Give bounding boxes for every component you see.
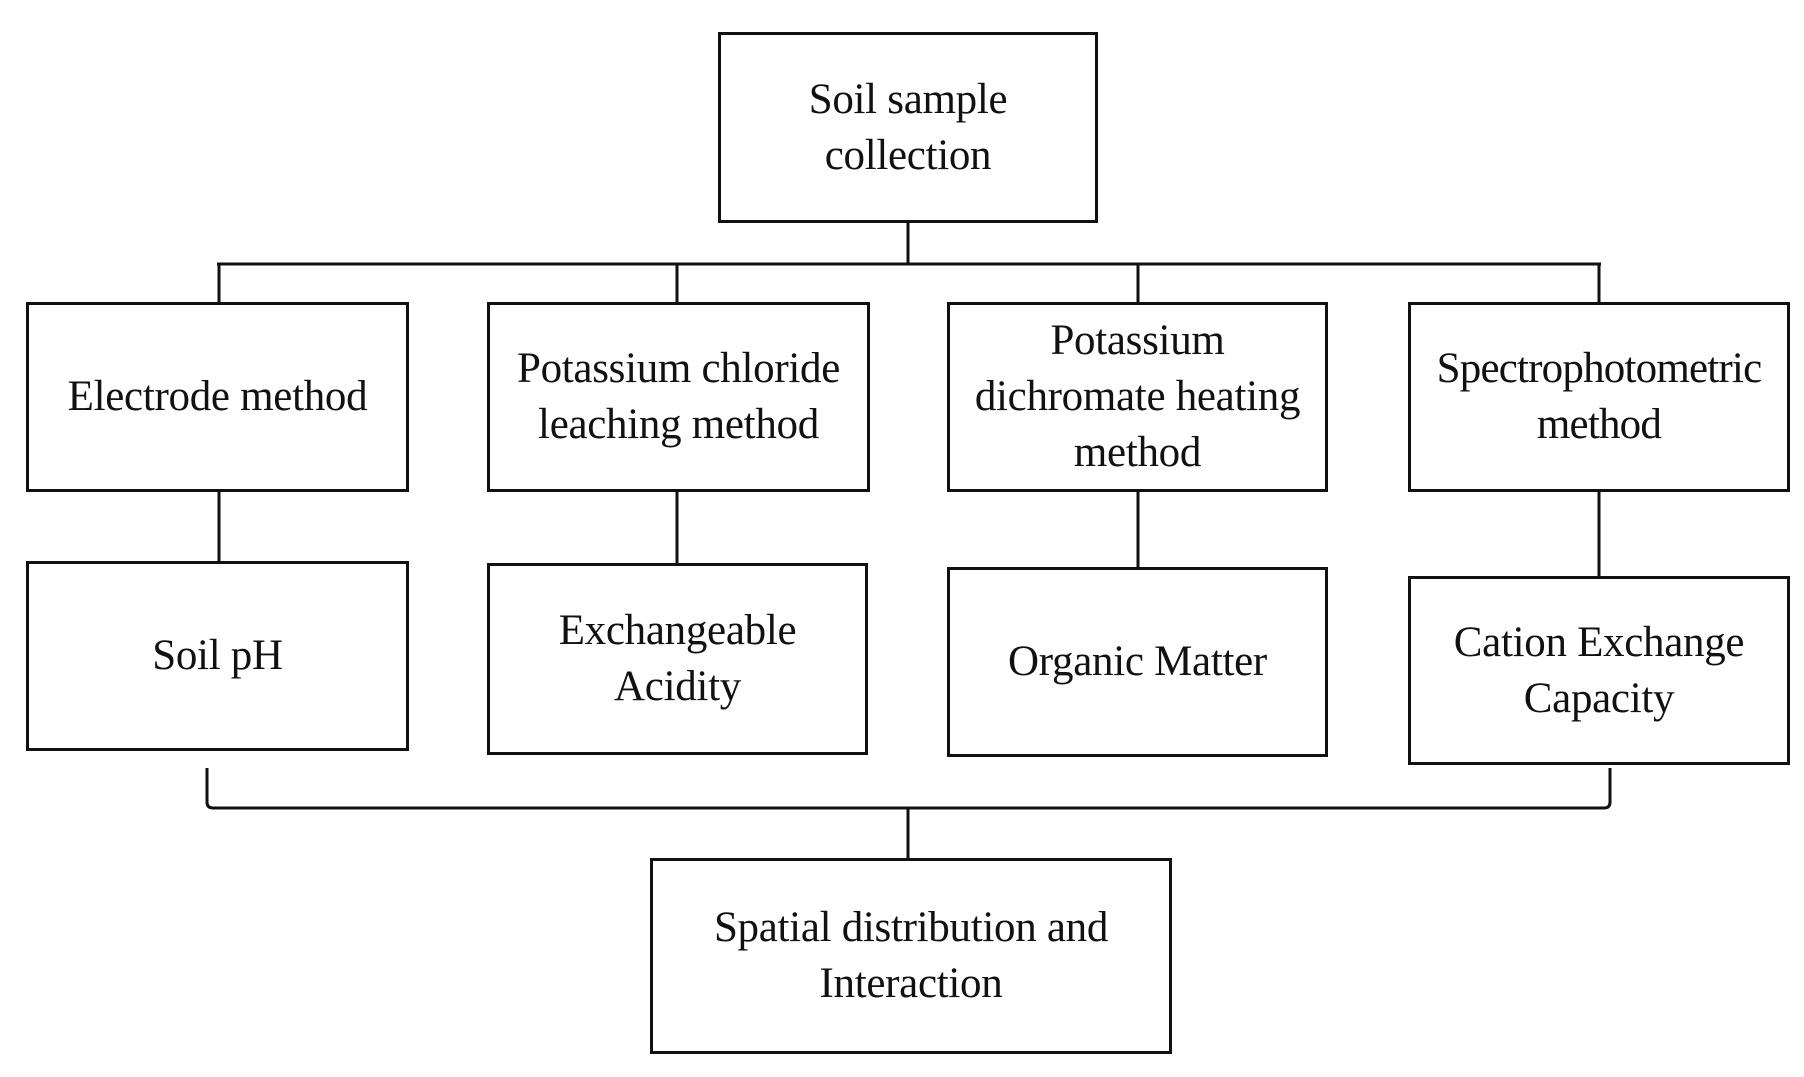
node-label: Soil pH — [152, 632, 283, 679]
node-label: Spectrophotometric method — [1436, 345, 1763, 448]
node-label: Exchangeable Acidity — [558, 607, 797, 710]
node-label: Cation Exchange Capacity — [1453, 618, 1745, 722]
node-cation-exchange-capacity: Cation Exchange Capacity — [1408, 576, 1790, 765]
node-spatial-distribution-and-interaction: Spatial distribution and Interaction — [650, 858, 1172, 1054]
node-label: Potassium dichromate heating method — [974, 317, 1301, 476]
node-label: Organic Matter — [1008, 638, 1267, 685]
node-soil-sample-collection: Soil sample collection — [718, 32, 1098, 223]
node-spectrophotometric-method: Spectrophotometric method — [1408, 302, 1790, 492]
node-electrode-method: Electrode method — [26, 302, 409, 492]
node-label: Spatial distribution and Interaction — [713, 904, 1109, 1007]
node-exchangeable-acidity: Exchangeable Acidity — [487, 563, 868, 755]
node-label: Potassium chloride leaching method — [516, 345, 841, 448]
node-organic-matter: Organic Matter — [947, 567, 1328, 757]
node-potassium-dichromate-heating-method: Potassium dichromate heating method — [947, 302, 1328, 492]
node-potassium-chloride-leaching-method: Potassium chloride leaching method — [487, 302, 870, 492]
node-label: Electrode method — [67, 373, 368, 420]
node-soil-ph: Soil pH — [26, 561, 409, 751]
node-label: Soil sample collection — [808, 75, 1008, 179]
merge-bracket — [205, 768, 1612, 810]
